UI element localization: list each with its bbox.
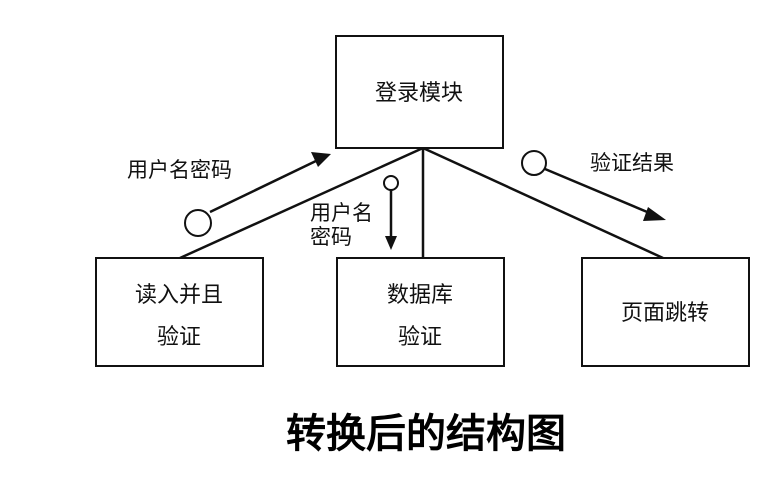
link-login-to-read-verify: [179, 146, 424, 260]
db-verify-module: 数据库 验证: [336, 257, 505, 367]
page-jump-module: 页面跳转: [581, 257, 750, 367]
arrowhead-icon: [385, 236, 397, 250]
link-login-to-page-jump: [422, 146, 664, 260]
data-couple-circle-icon: [521, 150, 547, 176]
page-jump-label: 页面跳转: [621, 301, 709, 326]
read-verify-label-line1: 读入并且: [135, 283, 223, 308]
read-verify-label-line2: 验证: [157, 325, 201, 350]
flow-label-username-stacked-line1: 用户名: [310, 201, 373, 225]
read-verify-module: 读入并且 验证: [95, 257, 264, 367]
flow-label-username-password: 用户名密码: [127, 158, 232, 182]
flow-username-password-up: [184, 152, 331, 237]
flow-label-verify-result: 验证结果: [590, 151, 674, 175]
db-verify-label-line2: 验证: [398, 325, 442, 350]
flow-label-username-stacked-line2: 密码: [310, 225, 352, 249]
data-couple-circle-icon: [383, 175, 399, 191]
db-verify-label-line1: 数据库: [387, 283, 453, 308]
arrowhead-icon: [643, 207, 666, 221]
data-couple-circle-icon: [184, 209, 212, 237]
flow-username-password-down: [383, 175, 399, 250]
login-module-label: 登录模块: [375, 81, 463, 106]
arrowhead-icon: [311, 152, 331, 167]
login-module: 登录模块: [335, 35, 504, 149]
diagram-caption: 转换后的结构图: [286, 411, 566, 457]
flow-verify-result: [521, 150, 666, 221]
